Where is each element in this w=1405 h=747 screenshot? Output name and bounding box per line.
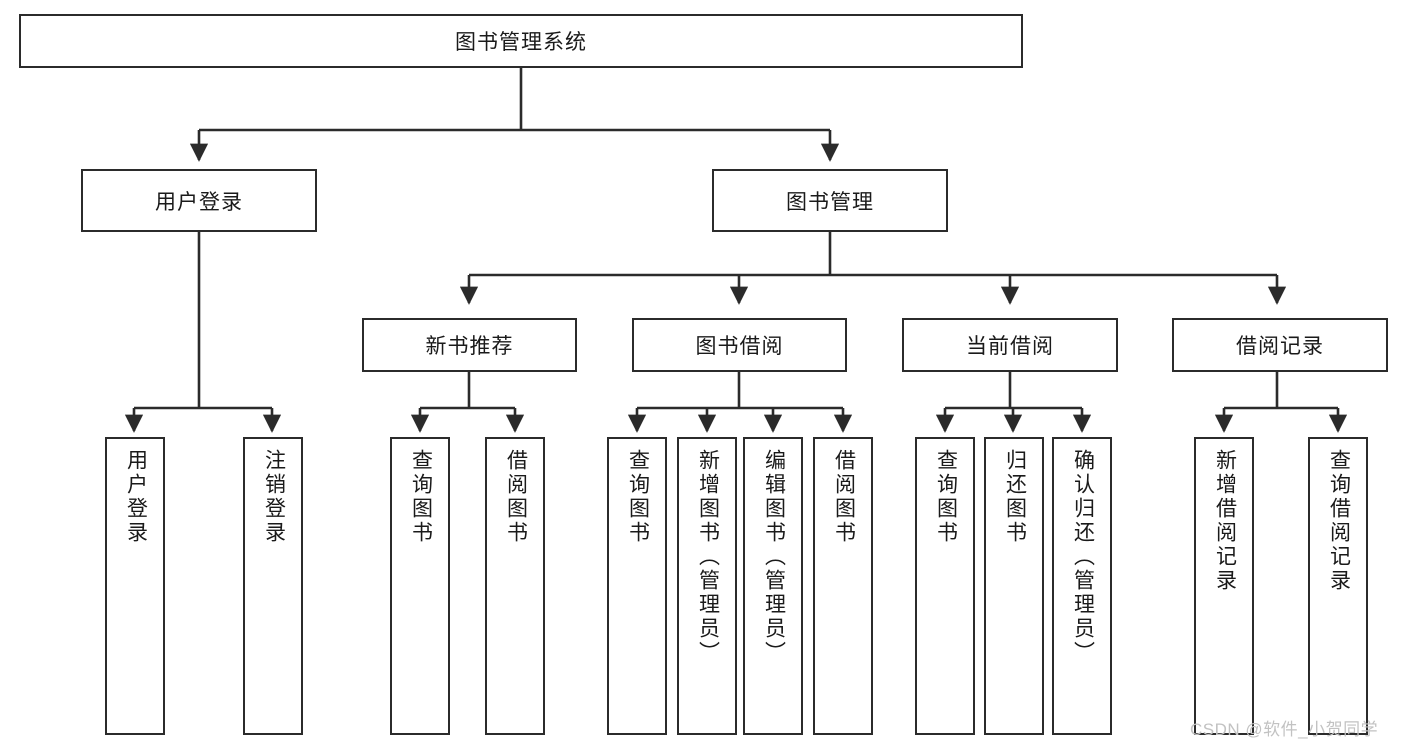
node-label: 图书管理系统: [455, 31, 587, 54]
node-label: 新增借阅记录: [1213, 449, 1237, 593]
node-leaf-logout[interactable]: 注销登录: [243, 437, 303, 735]
node-label: 查询图书: [409, 449, 433, 545]
node-leaf-borrow-add-book-admin[interactable]: 新增图书（管理员）: [677, 437, 737, 735]
node-label: 借阅记录: [1236, 335, 1324, 358]
node-label: 用户登录: [124, 449, 148, 545]
node-current-borrow[interactable]: 当前借阅: [902, 318, 1118, 372]
node-leaf-borrow-borrow-book[interactable]: 借阅图书: [813, 437, 873, 735]
node-book-management[interactable]: 图书管理: [712, 169, 948, 232]
node-label: 借阅图书: [832, 449, 856, 545]
node-label: 注销登录: [262, 449, 286, 545]
node-leaf-newbook-query-book[interactable]: 查询图书: [390, 437, 450, 735]
node-book-borrow[interactable]: 图书借阅: [632, 318, 847, 372]
node-label: 用户登录: [155, 190, 243, 214]
node-root-book-management-system[interactable]: 图书管理系统: [19, 14, 1023, 68]
node-leaf-current-return-book[interactable]: 归还图书: [984, 437, 1044, 735]
node-label: 图书管理: [786, 190, 874, 214]
csdn-watermark: CSDN @软件_小贺同学: [1190, 720, 1379, 739]
node-label: 当前借阅: [966, 335, 1054, 358]
node-new-book-recommend[interactable]: 新书推荐: [362, 318, 577, 372]
node-leaf-borrow-query-book[interactable]: 查询图书: [607, 437, 667, 735]
node-label: 新书推荐: [425, 335, 514, 358]
node-leaf-newbook-borrow-book[interactable]: 借阅图书: [485, 437, 545, 735]
node-label: 查询图书: [626, 449, 650, 545]
node-label: 编辑图书（管理员）: [762, 449, 786, 665]
node-label: 查询借阅记录: [1327, 449, 1351, 593]
node-label: 确认归还（管理员）: [1071, 449, 1095, 665]
node-leaf-current-query-book[interactable]: 查询图书: [915, 437, 975, 735]
node-label: 借阅图书: [504, 449, 528, 545]
node-leaf-record-add-borrow-record[interactable]: 新增借阅记录: [1194, 437, 1254, 735]
node-leaf-current-confirm-return-admin[interactable]: 确认归还（管理员）: [1052, 437, 1112, 735]
node-leaf-borrow-edit-book-admin[interactable]: 编辑图书（管理员）: [743, 437, 803, 735]
node-label: 归还图书: [1003, 449, 1027, 545]
node-user-login[interactable]: 用户登录: [81, 169, 317, 232]
node-leaf-user-login[interactable]: 用户登录: [105, 437, 165, 735]
node-leaf-record-query-borrow-record[interactable]: 查询借阅记录: [1308, 437, 1368, 735]
node-label: 新增图书（管理员）: [696, 449, 720, 665]
node-label: 图书借阅: [695, 335, 784, 358]
node-label: 查询图书: [934, 449, 958, 545]
node-borrow-record[interactable]: 借阅记录: [1172, 318, 1388, 372]
